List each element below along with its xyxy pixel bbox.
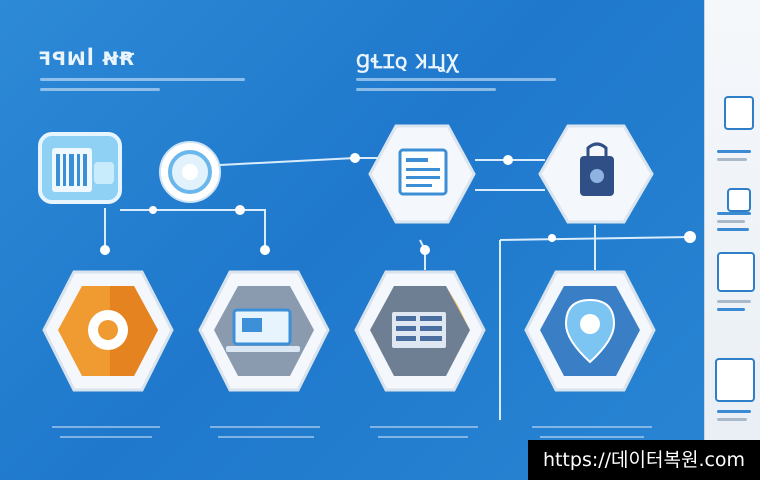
sidebar-bar <box>717 158 747 161</box>
node-form <box>366 122 478 230</box>
sidebar-bar <box>717 228 749 231</box>
clock-icon <box>159 141 221 203</box>
node-clock <box>158 140 222 208</box>
server-icon <box>354 270 486 392</box>
caption-line <box>532 426 652 428</box>
caption-line <box>60 436 152 438</box>
node-laptop <box>196 266 332 400</box>
sidebar-chart-icon <box>717 252 755 292</box>
form-icon <box>368 124 476 224</box>
sidebar-bar <box>717 220 745 223</box>
node-server <box>352 266 488 400</box>
heading-left-subline-2 <box>40 88 160 91</box>
connector-lines <box>104 157 691 420</box>
caption-line <box>370 426 478 428</box>
right-sidebar <box>704 0 760 480</box>
node-document <box>36 130 126 216</box>
watermark: https://데이터복원.com <box>528 440 760 480</box>
caption-line <box>218 436 314 438</box>
sidebar-lock-icon <box>727 188 751 212</box>
shield-icon <box>42 270 174 392</box>
sidebar-bar <box>717 150 751 153</box>
caption-line <box>52 426 160 428</box>
caption-line <box>378 436 468 438</box>
heading-right-subline <box>356 78 556 81</box>
heading-right: ꞬꞭꞮꞯ ꞰꞱꞲꞳ <box>356 51 460 73</box>
sidebar-bar <box>717 212 751 215</box>
node-shield <box>40 266 176 400</box>
location-pin-icon <box>524 270 656 392</box>
node-location <box>522 266 658 400</box>
caption-line <box>540 436 644 438</box>
laptop-icon <box>198 270 330 392</box>
heading-left-subline <box>40 78 245 81</box>
document-icon <box>38 132 122 204</box>
sidebar-bar <box>717 418 747 421</box>
node-briefcase <box>536 122 656 230</box>
sidebar-bar <box>717 410 751 413</box>
briefcase-icon <box>538 124 654 224</box>
heading-left: ꟻꟼꟽꟾ ꞤꞦ <box>38 48 136 70</box>
sidebar-phone-icon <box>724 96 754 130</box>
sidebar-bar <box>717 308 745 311</box>
caption-line <box>210 426 320 428</box>
sidebar-bar <box>717 300 751 303</box>
heading-right-subline-2 <box>356 88 496 91</box>
sidebar-document-icon <box>715 358 755 402</box>
